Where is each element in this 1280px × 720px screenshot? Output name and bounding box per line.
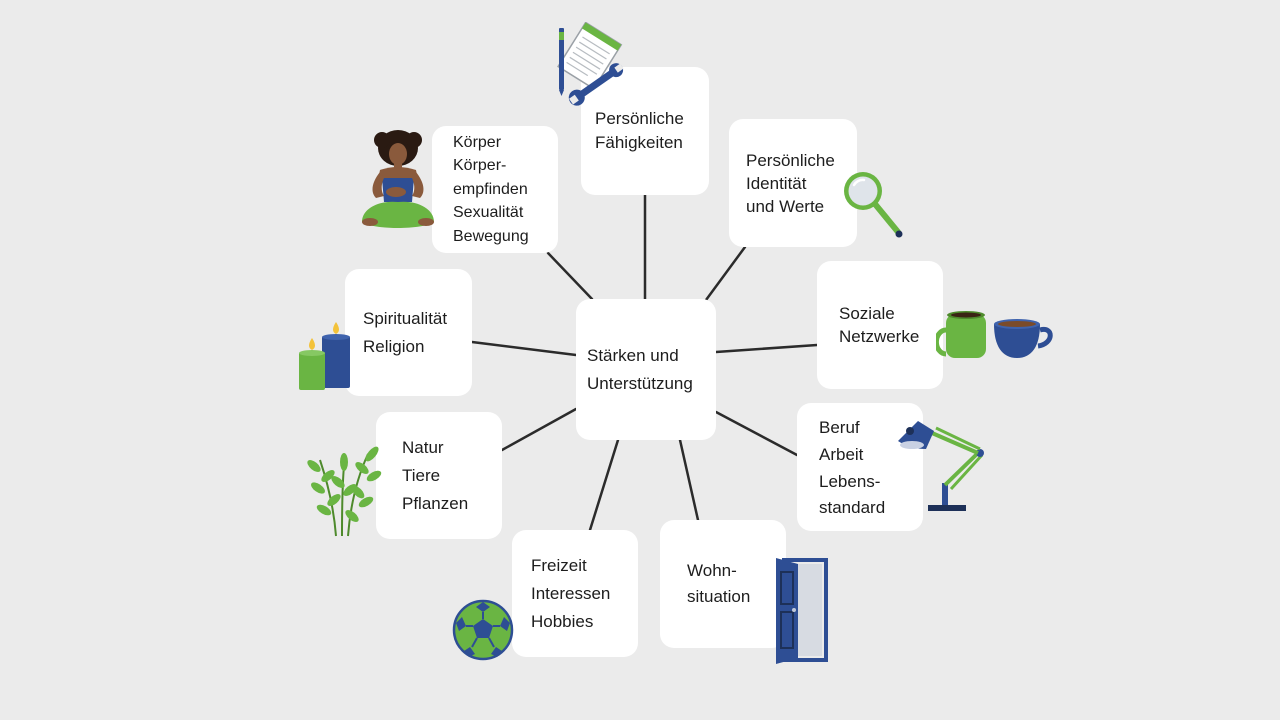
center-label-line: Stärken und bbox=[587, 345, 679, 365]
card-text-line: Lebens- bbox=[819, 472, 881, 491]
card-text-line: situation bbox=[687, 587, 751, 606]
card-text-line: Freizeit bbox=[531, 555, 587, 575]
connector-soziale-netzwerke bbox=[714, 343, 819, 354]
card-text-line: Körper bbox=[453, 133, 502, 151]
center-label-line: Unterstützung bbox=[587, 373, 693, 393]
card-text-line: Persönliche bbox=[595, 109, 684, 128]
coffee-cups-icon bbox=[936, 311, 1053, 358]
card-text-line: empfinden bbox=[453, 180, 528, 198]
card-text-line: Sexualität bbox=[453, 204, 524, 222]
card-text-line: Wohn- bbox=[687, 561, 737, 580]
center-card: Stärken und Unterstützung bbox=[576, 299, 716, 440]
plant-sprigs-icon bbox=[307, 446, 382, 537]
card-text-line: Religion bbox=[363, 336, 425, 356]
card-text-line: Fähigkeiten bbox=[595, 133, 683, 152]
card-text-line: Körper- bbox=[453, 157, 507, 175]
candles-icon bbox=[299, 322, 350, 390]
card-text-line: Netzwerke bbox=[839, 327, 920, 346]
connector-koerper bbox=[546, 251, 594, 301]
card-koerper: Körper Körper- empfinden Sexualität Bewe… bbox=[432, 126, 558, 253]
connector-wohnsituation bbox=[678, 438, 700, 522]
connector-persoenliche-identitaet bbox=[704, 245, 747, 302]
meditating-woman-icon bbox=[362, 130, 434, 228]
open-door-icon bbox=[776, 558, 828, 664]
card-text-line: und Werte bbox=[746, 196, 825, 216]
card-beruf-arbeit: Beruf Arbeit Lebens- standard bbox=[797, 403, 923, 531]
connector-spiritualitaet bbox=[470, 340, 578, 357]
card-soziale-netzwerke: Soziale Netzwerke bbox=[817, 261, 943, 389]
card-freizeit: Freizeit Interessen Hobbies bbox=[512, 530, 638, 657]
card-text-line: Identität bbox=[746, 173, 807, 193]
card-text-line: Tiere bbox=[402, 465, 441, 485]
desk-lamp-icon bbox=[898, 421, 984, 511]
connector-natur bbox=[500, 407, 578, 452]
card-text-line: Natur bbox=[402, 437, 444, 457]
card-spiritualitaet: Spiritualität Religion bbox=[345, 269, 472, 396]
card-persoenliche-faehigkeiten: Persönliche Fähigkeiten bbox=[581, 67, 709, 195]
card-text-line: Pflanzen bbox=[402, 493, 469, 513]
card-text-line: Spiritualität bbox=[363, 308, 448, 328]
notepad-pen-wrench-icon bbox=[557, 22, 624, 106]
connector-beruf-arbeit bbox=[714, 410, 799, 457]
card-text-line: standard bbox=[819, 498, 886, 517]
card-text-line: Hobbies bbox=[531, 611, 594, 631]
connector-freizeit bbox=[588, 438, 620, 532]
card-text-line: Interessen bbox=[531, 583, 611, 603]
card-text-line: Arbeit bbox=[819, 445, 864, 464]
card-wohnsituation: Wohn- situation bbox=[660, 520, 786, 648]
magnifying-glass-icon bbox=[844, 172, 903, 238]
card-text-line: Persönliche bbox=[746, 150, 835, 170]
card-natur: Natur Tiere Pflanzen bbox=[376, 412, 502, 539]
card-text-line: Beruf bbox=[819, 418, 860, 437]
card-text-line: Soziale bbox=[839, 304, 895, 323]
card-persoenliche-identitaet: Persönliche Identität und Werte bbox=[729, 119, 857, 247]
soccer-ball-icon bbox=[452, 599, 514, 661]
card-text-line: Bewegung bbox=[453, 227, 529, 245]
